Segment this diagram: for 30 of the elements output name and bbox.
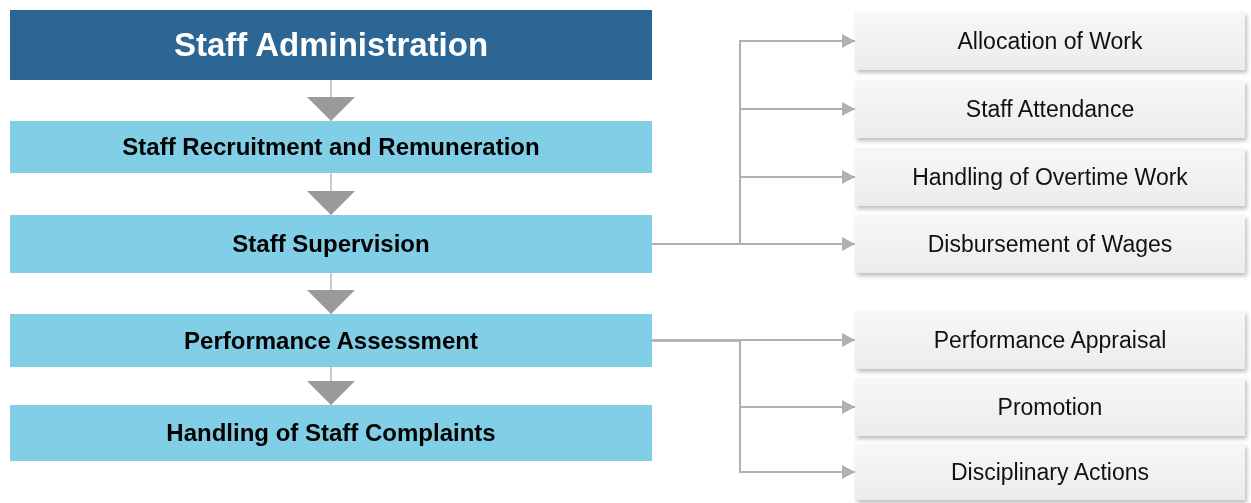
sub-task-box — [855, 12, 1245, 70]
box-label: Handling of Staff Complaints — [166, 419, 496, 447]
box-label: Disbursement of Wages — [927, 230, 1173, 258]
sub-task-box — [855, 148, 1245, 206]
sub-task-box — [855, 80, 1245, 138]
chevron-arrow — [307, 172, 355, 216]
box-label: Allocation of Work — [957, 27, 1143, 55]
connector-arrow — [651, 237, 856, 251]
box-label: Promotion — [997, 393, 1103, 421]
chevron-arrow — [307, 272, 355, 315]
sub-task-box — [855, 215, 1245, 273]
sub-task-box — [855, 444, 1245, 500]
chevron-arrow — [307, 366, 355, 406]
box-label: Performance Assessment — [184, 326, 478, 355]
box-label: Staff Administration — [173, 26, 489, 64]
process-box — [10, 215, 652, 273]
chevron-arrow — [307, 79, 355, 122]
sub-task-box — [855, 311, 1245, 369]
process-box — [10, 314, 652, 367]
process-box — [10, 121, 652, 173]
box-label: Disciplinary Actions — [950, 458, 1150, 486]
box-label: Staff Supervision — [232, 230, 430, 258]
process-box — [10, 405, 652, 461]
box-label: Handling of Overtime Work — [912, 163, 1188, 191]
box-label: Staff Attendance — [965, 95, 1135, 123]
connector-arrow — [651, 339, 856, 479]
box-label: Performance Appraisal — [933, 326, 1167, 354]
sub-task-box — [855, 378, 1245, 436]
box-label: Staff Recruitment and Remuneration — [122, 133, 540, 161]
title-box — [10, 10, 652, 80]
